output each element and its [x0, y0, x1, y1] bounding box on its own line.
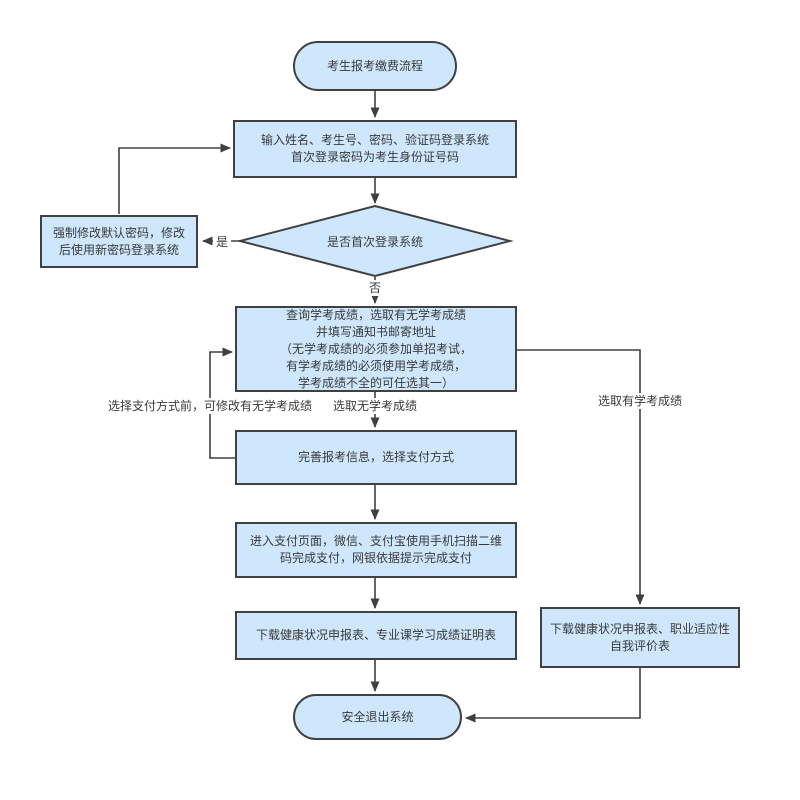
edge-label-pick-no-scores: 选取无学考成绩 [329, 398, 421, 414]
edge-right-download-to-end [465, 668, 641, 723]
node-download-left: 下载健康状况申报表、专业课学习成绩证明表 [235, 611, 517, 660]
node-first-login-decision: 是否首次登录系统 [326, 234, 423, 249]
edge-label-yes: 是 [212, 234, 232, 250]
edge-label-before-payment-note: 选择支付方式前，可修改有无学考成绩 [104, 398, 316, 414]
node-payment: 进入支付页面，微信、支付宝使用手机扫描二维 码完成支付，网银依据提示完成支付 [235, 522, 517, 578]
node-end: 安全退出系统 [293, 694, 462, 740]
edge-force-to-login [118, 143, 231, 214]
decision-diamond-shape [236, 204, 514, 278]
edge-label-pick-has-scores: 选取有学考成绩 [594, 393, 686, 409]
node-force-change-password: 强制修改默认密码，修改 后使用新密码登录系统 [40, 215, 198, 268]
edge-label-no: 否 [365, 280, 385, 296]
node-query-scores: 查询学考成绩，选取有无学考成绩 并填写通知书邮寄地址 （无学考成绩的必须参加单招… [235, 306, 517, 392]
node-download-right: 下载健康状况申报表、职业适应性 自我评价表 [540, 607, 740, 668]
node-start: 考生报考缴费流程 [293, 41, 457, 91]
node-login: 输入姓名、考生号、密码、验证码登录系统 首次登录密码为考生身份证号码 [233, 120, 517, 178]
edge-query-to-right-download [517, 349, 645, 605]
node-complete-info: 完善报考信息，选择支付方式 [235, 430, 517, 485]
